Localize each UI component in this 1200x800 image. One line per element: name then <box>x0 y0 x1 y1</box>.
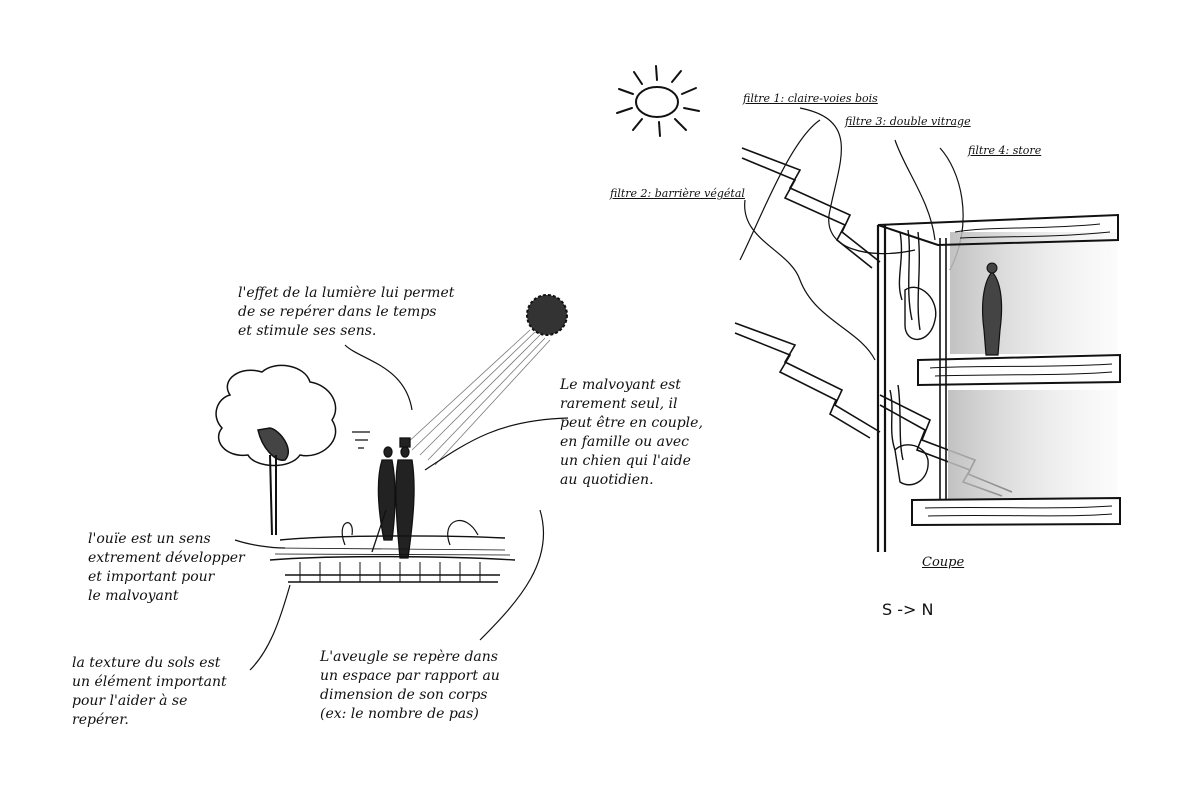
filter-3-label: filtre 3: double vitrage <box>845 115 971 128</box>
annotation-body-scale: L'aveugle se repère dans un espace par r… <box>320 649 500 722</box>
light-beam <box>404 329 551 466</box>
annotation-companion: Le malvoyant est rarement seul, il peut … <box>560 377 703 488</box>
filter-1-label: filtre 1: claire-voies bois <box>743 92 878 105</box>
annotation-leaders <box>234 344 569 671</box>
ground-deck <box>269 519 516 583</box>
tree <box>215 364 337 536</box>
filter-4-label: filtre 4: store <box>968 144 1042 157</box>
annotation-texture: la texture du sols est un élément import… <box>72 655 227 728</box>
orientation-label: S -> N <box>882 600 934 619</box>
annotation-hearing: l'ouïe est un sens extrement développer … <box>88 531 245 604</box>
sun-icon <box>616 65 700 137</box>
filter-2-label: filtre 2: barrière végétal <box>610 187 745 200</box>
filter-leaders <box>739 107 964 361</box>
section-caption: Coupe <box>922 555 965 570</box>
building-section <box>876 213 1121 552</box>
couple-figures <box>352 431 415 559</box>
dark-sun-icon <box>526 294 568 336</box>
annotation-light: l'effet de la lumière lui permet de se r… <box>238 285 455 339</box>
